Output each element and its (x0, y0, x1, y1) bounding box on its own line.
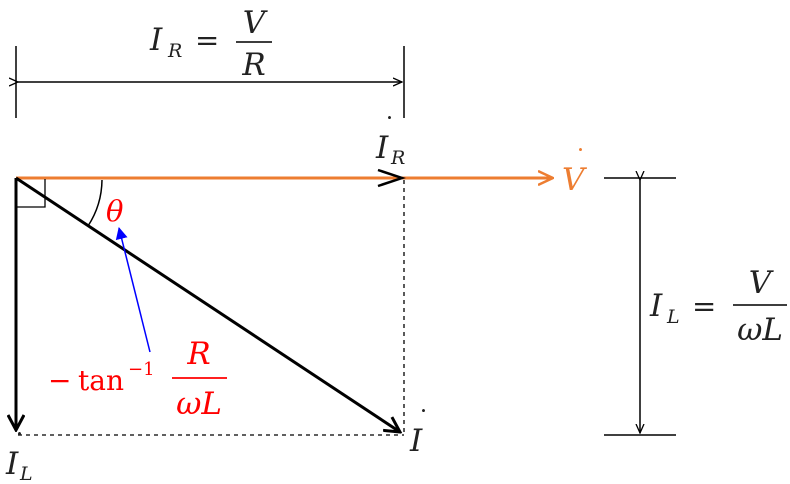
phase-minus: − (48, 364, 71, 397)
ir-vector-label: I ˙ R (375, 113, 405, 169)
il-vector-sym: I (5, 446, 19, 482)
ir-formula-eq: = (195, 23, 219, 57)
theta-label: θ (106, 194, 123, 228)
ir-vector-dot: ˙ (383, 113, 396, 143)
ir-formula: I R = V R (149, 5, 272, 83)
il-formula-den: ωL (737, 312, 783, 348)
phase-sup: −1 (128, 359, 155, 380)
il-formula-lhs: I (649, 288, 663, 324)
phase-fn: tan (78, 364, 124, 397)
right-angle-marker (16, 179, 46, 208)
ir-formula-sub: R (167, 40, 182, 62)
phase-angle-formula: − tan −1 R ωL (48, 336, 227, 422)
ir-phasor-arrowhead (377, 168, 406, 188)
il-vector-dot: ˙ (13, 429, 26, 459)
il-formula: I L = V ωL (649, 265, 787, 348)
v-vector-label: V ˙ (562, 145, 588, 198)
v-vector-dot: ˙ (574, 145, 587, 175)
ir-vector-sym: I (375, 130, 389, 166)
il-formula-eq: = (692, 289, 716, 323)
theta-arc (87, 179, 103, 227)
il-vector-label: I ˙ L (5, 429, 33, 484)
i-vector-sym: I (409, 423, 423, 459)
i-vector-label: I ˙ (409, 406, 430, 459)
ir-formula-lhs: I (149, 22, 163, 58)
ir-formula-num: V (243, 5, 269, 41)
v-vector-sym: V (562, 162, 588, 198)
ir-vector-sub: R (390, 147, 405, 169)
phase-num: R (186, 336, 210, 372)
il-formula-num: V (749, 265, 775, 301)
i-phasor (15, 176, 400, 432)
i-vector-dot: ˙ (417, 406, 430, 436)
ir-formula-den: R (241, 47, 265, 83)
phase-pointer-arrow (115, 227, 151, 353)
il-vector-sub: L (19, 463, 33, 484)
phase-den: ωL (176, 386, 222, 422)
il-formula-sub: L (666, 306, 680, 328)
